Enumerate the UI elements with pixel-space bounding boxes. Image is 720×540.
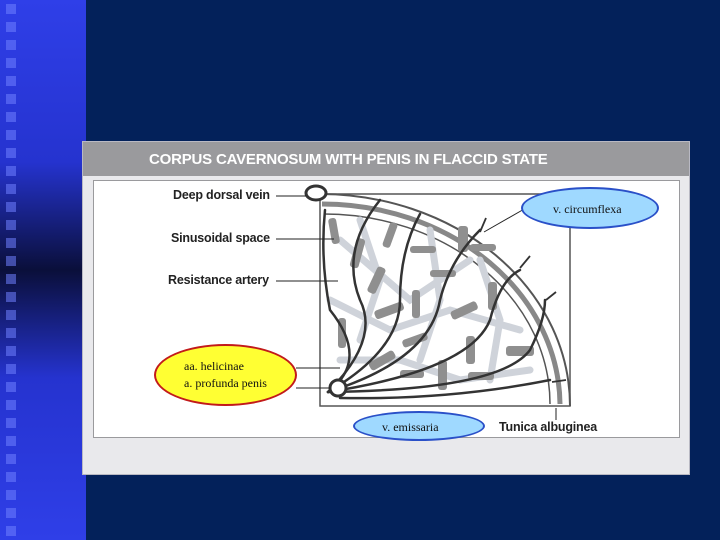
callout-a-profunda-penis-text: a. profunda penis — [184, 376, 267, 391]
callout-v-circumflexa: v. circumflexa — [521, 187, 659, 229]
label-resistance-artery: Resistance artery — [168, 273, 269, 287]
callout-v-emissaria-text: v. emissaria — [382, 420, 439, 435]
callout-aa-helicinae-text: aa. helicinae — [184, 359, 244, 374]
callout-v-emissaria: v. emissaria — [353, 411, 485, 441]
label-sinusoidal-space: Sinusoidal space — [171, 231, 270, 245]
callout-v-circumflexa-text: v. circumflexa — [553, 202, 622, 217]
deep-dorsal-vein-circle — [306, 186, 326, 200]
label-tunica-albuginea: Tunica albuginea — [499, 420, 597, 434]
label-deep-dorsal-vein: Deep dorsal vein — [173, 188, 270, 202]
profunda-artery-circle — [330, 380, 346, 396]
callout-helicinae-profunda: aa. helicinae a. profunda penis — [154, 344, 297, 406]
